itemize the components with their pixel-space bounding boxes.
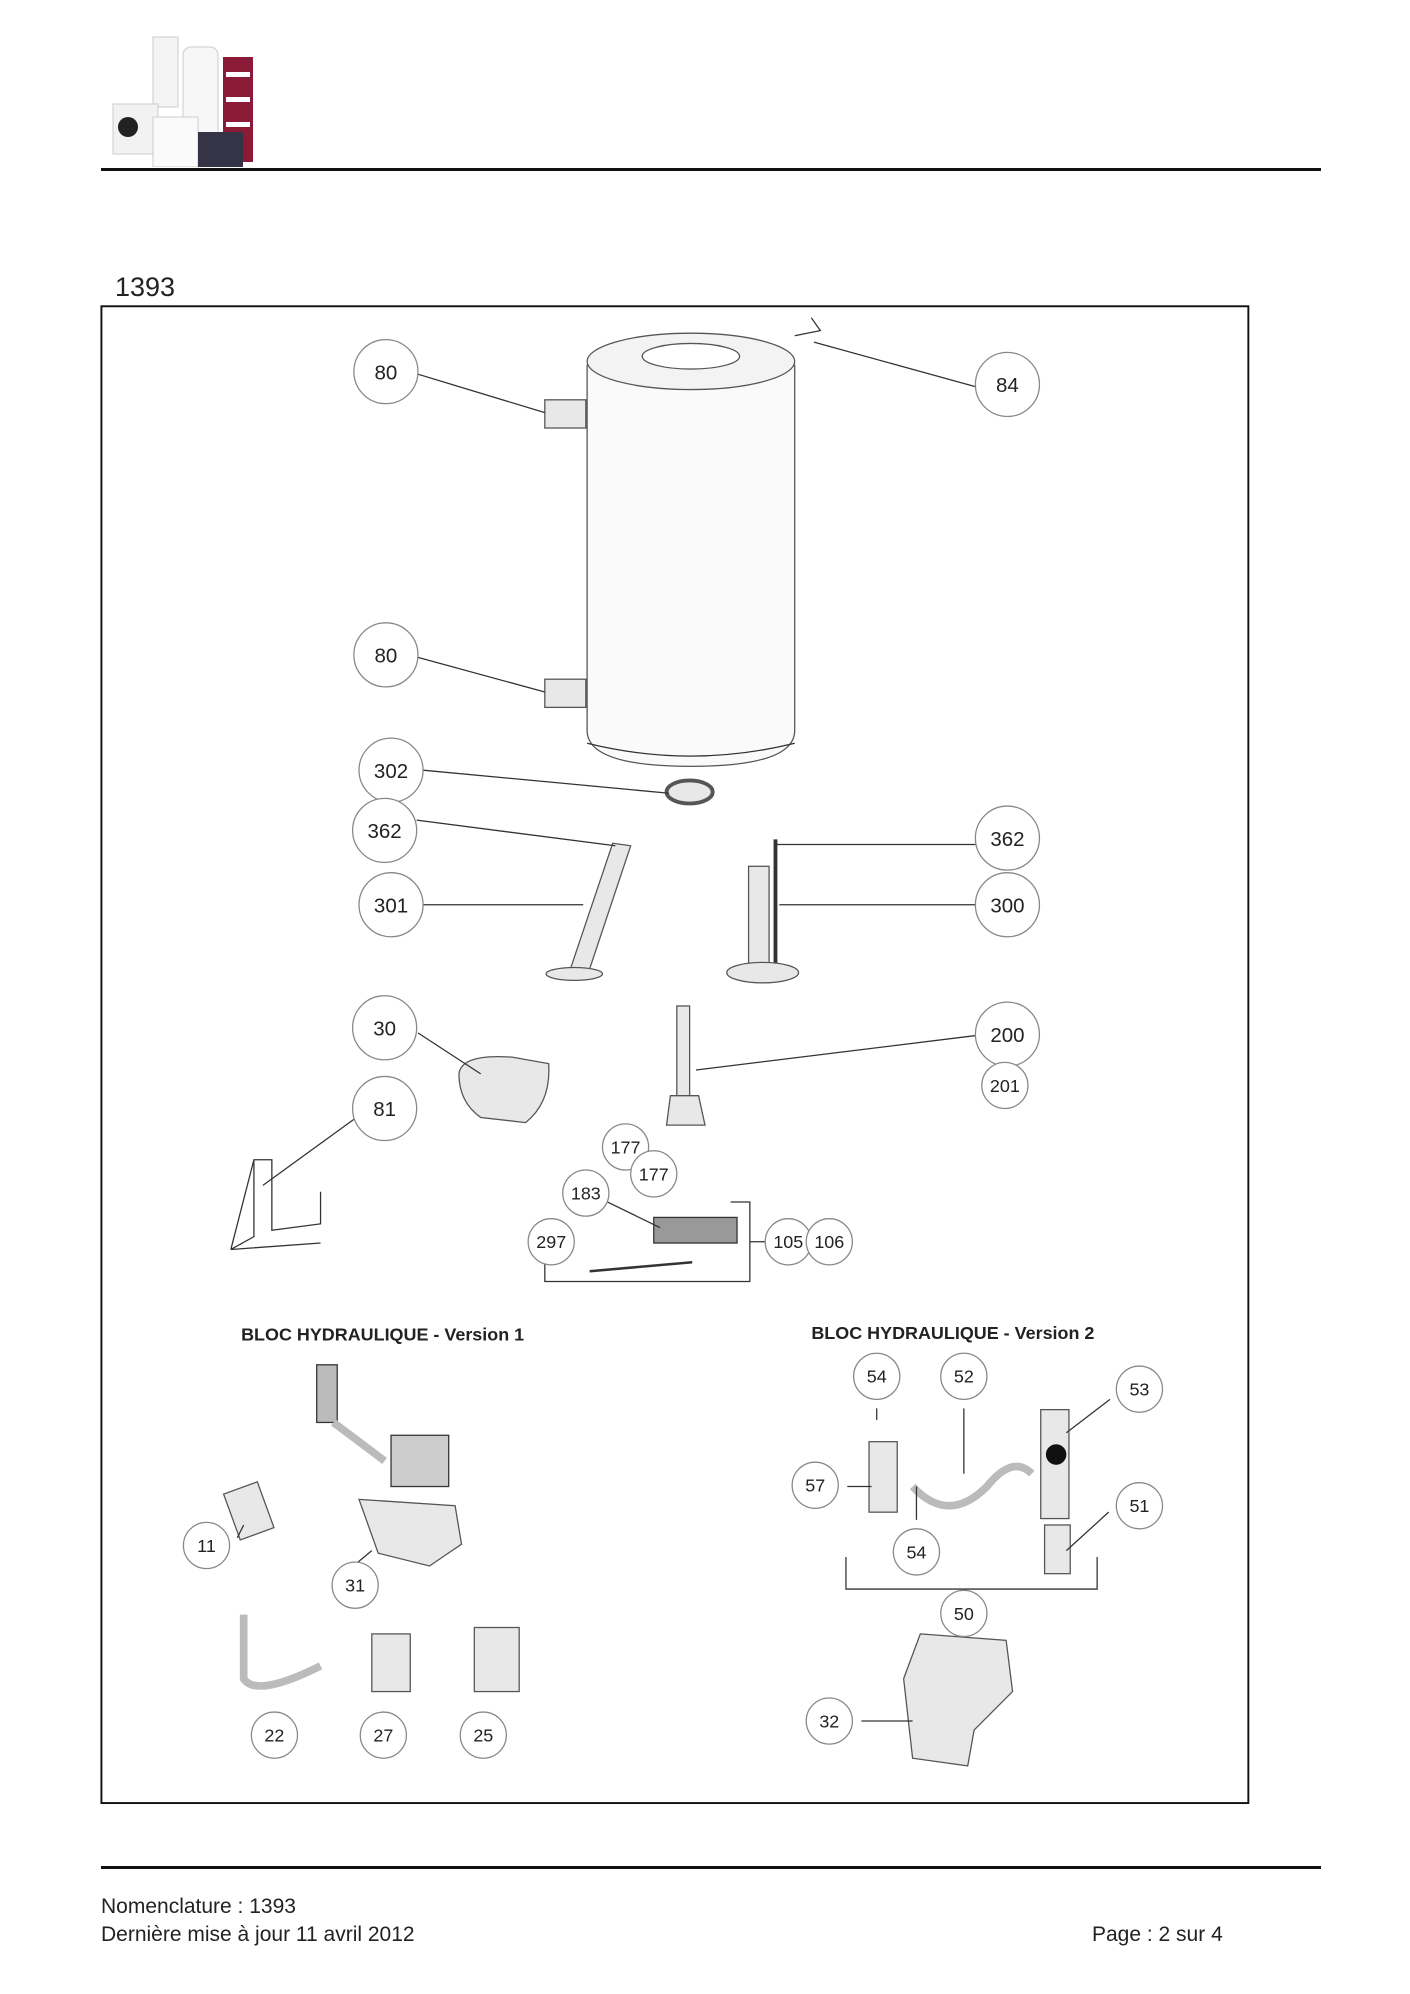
svg-text:11: 11 (197, 1536, 216, 1556)
svg-text:183: 183 (571, 1183, 601, 1203)
hydraulic-block-v2-parts (868, 1408, 1071, 1767)
diagram-frame (100, 305, 1250, 1805)
callout-362: 362 (974, 805, 1041, 871)
callout-31: 31 (331, 1561, 379, 1609)
wall-bracket (544, 317, 822, 709)
svg-text:201: 201 (990, 1076, 1020, 1096)
callout-51: 51 (1115, 1482, 1164, 1530)
svg-text:51: 51 (1129, 1496, 1149, 1516)
brand-logo (112, 36, 253, 167)
callout-201: 201 (981, 1061, 1029, 1110)
callout-25: 25 (459, 1711, 508, 1759)
svg-text:52: 52 (954, 1367, 974, 1387)
footer-rule (101, 1866, 1321, 1869)
callout-105: 105 (764, 1218, 813, 1266)
callout-22: 22 (250, 1711, 299, 1759)
header-rule (101, 168, 1321, 171)
svg-text:54: 54 (906, 1542, 926, 1562)
footer-updated-date: Dernière mise à jour 11 avril 2012 (101, 1923, 415, 1946)
callout-30: 30 (351, 995, 418, 1061)
svg-text:22: 22 (264, 1726, 284, 1746)
hydraulic-block-v1-parts (222, 1364, 520, 1693)
callout-50: 50 (940, 1589, 988, 1638)
anode-301 (545, 842, 632, 981)
svg-text:362: 362 (990, 828, 1024, 851)
svg-text:106: 106 (814, 1232, 844, 1252)
water-heater-tank (586, 332, 796, 767)
svg-text:80: 80 (375, 645, 398, 668)
svg-text:362: 362 (368, 820, 402, 843)
section-title-v1: BLOC HYDRAULIQUE - Version 1 (241, 1324, 524, 1344)
svg-text:297: 297 (536, 1232, 566, 1252)
leader-lines (236, 341, 1111, 1722)
callout-57: 57 (791, 1461, 839, 1509)
callout-297: 297 (527, 1218, 575, 1266)
svg-text:177: 177 (611, 1137, 641, 1157)
svg-text:302: 302 (374, 760, 408, 783)
callout-302: 302 (358, 737, 424, 803)
heating-element-300 (726, 839, 800, 984)
cable-297 (589, 1260, 693, 1273)
callout-106: 106 (805, 1218, 854, 1266)
svg-text:105: 105 (773, 1232, 803, 1252)
svg-text:300: 300 (990, 894, 1024, 917)
callout-54: 54 (892, 1528, 941, 1576)
svg-text:53: 53 (1129, 1380, 1149, 1400)
footer-nomenclature: Nomenclature : 1393 (101, 1895, 296, 1918)
svg-text:80: 80 (375, 361, 398, 384)
cover-30 (458, 1056, 550, 1124)
thermostat-200 (665, 1005, 706, 1126)
callout-200: 200 (974, 1001, 1041, 1067)
svg-text:81: 81 (373, 1098, 396, 1121)
callout-80: 80 (353, 338, 419, 405)
callout-84: 84 (974, 351, 1041, 418)
svg-text:50: 50 (954, 1604, 974, 1624)
circuit-board (653, 1216, 738, 1244)
svg-text:57: 57 (805, 1476, 825, 1496)
svg-text:32: 32 (819, 1711, 839, 1731)
section-title-v2: BLOC HYDRAULIQUE - Version 2 (811, 1323, 1094, 1343)
svg-text:177: 177 (639, 1164, 669, 1184)
gasket (664, 778, 715, 806)
svg-text:54: 54 (867, 1367, 887, 1387)
callout-11: 11 (182, 1521, 231, 1570)
frame-81 (230, 1159, 322, 1251)
svg-text:27: 27 (373, 1726, 393, 1746)
callout-53: 53 (1115, 1365, 1164, 1413)
callout-27: 27 (359, 1711, 408, 1759)
callout-300: 300 (974, 872, 1041, 938)
callout-81: 81 (351, 1075, 418, 1142)
callout-362: 362 (351, 797, 418, 864)
svg-text:84: 84 (996, 374, 1019, 397)
footer-page-number: Page : 2 sur 4 (1092, 1923, 1223, 1946)
callout-54: 54 (853, 1352, 901, 1401)
callout-80: 80 (353, 622, 419, 688)
callout-52: 52 (940, 1352, 988, 1401)
document-number: 1393 (115, 272, 176, 302)
svg-text:31: 31 (345, 1576, 365, 1596)
callout-32: 32 (805, 1697, 854, 1745)
svg-text:301: 301 (374, 894, 408, 917)
svg-text:200: 200 (990, 1024, 1024, 1047)
callout-183: 183 (562, 1169, 610, 1217)
svg-text:30: 30 (373, 1017, 396, 1040)
callout-177: 177 (630, 1150, 678, 1198)
svg-text:25: 25 (473, 1726, 493, 1746)
callout-301: 301 (358, 872, 424, 938)
